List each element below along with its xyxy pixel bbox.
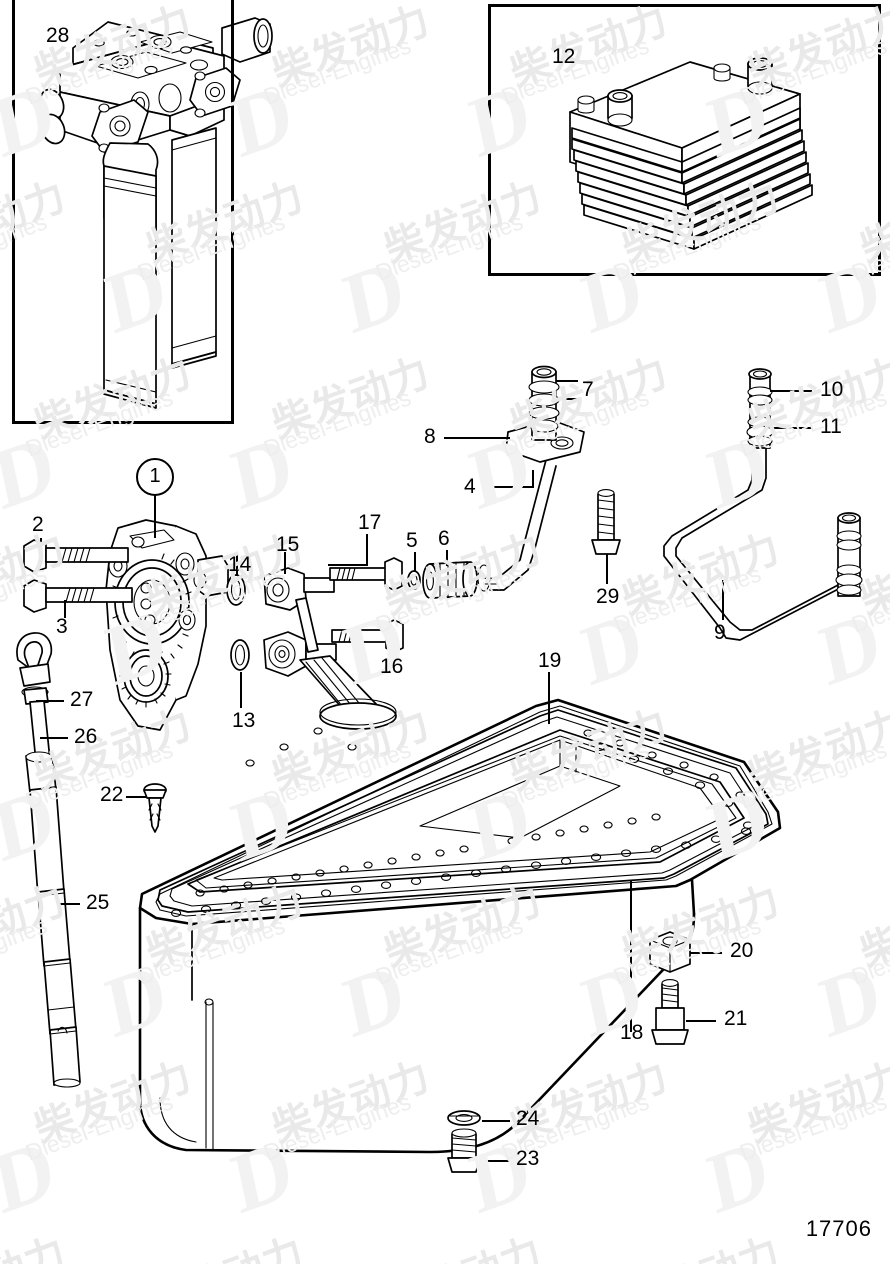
leader-20 — [690, 952, 722, 954]
inset-box-28 — [12, 0, 234, 424]
callout-21[interactable]: 21 — [724, 1007, 748, 1030]
flange-screw-pipe-drawing — [591, 489, 621, 555]
callout-11[interactable]: 11 — [820, 415, 842, 438]
sealing-washer-drain-drawing — [447, 1110, 481, 1126]
sealing-ring-lower-drawing — [230, 639, 250, 671]
callout-4[interactable]: 4 — [464, 475, 476, 498]
callout-22[interactable]: 22 — [100, 783, 124, 806]
callout-16[interactable]: 16 — [380, 655, 404, 678]
callout-15[interactable]: 15 — [276, 533, 300, 556]
leader-21 — [686, 1020, 716, 1022]
oil-pump-drawing — [105, 519, 229, 731]
leader-18 — [630, 880, 632, 1032]
leader-23 — [482, 1160, 510, 1162]
leader-17b — [328, 564, 368, 566]
leader-10 — [770, 390, 812, 392]
locating-pin-drawing — [143, 783, 167, 833]
leader-27 — [36, 700, 64, 702]
leader-22 — [126, 796, 146, 798]
leader-15 — [284, 552, 286, 574]
screw-lower-drawing — [331, 619, 404, 653]
callout-5[interactable]: 5 — [406, 529, 418, 552]
callout-13[interactable]: 13 — [232, 709, 256, 732]
leader-13 — [240, 672, 242, 708]
leader-26 — [40, 737, 68, 739]
leader-7b — [556, 380, 578, 382]
leader-5 — [414, 552, 416, 572]
leader-24 — [482, 1120, 510, 1122]
callout-29[interactable]: 29 — [596, 585, 620, 608]
callout-28[interactable]: 28 — [46, 24, 70, 47]
delivery-pipe-drawing — [483, 365, 585, 591]
callout-6[interactable]: 6 — [438, 527, 450, 550]
flange-screw-lower-drawing — [23, 579, 133, 613]
callout-2[interactable]: 2 — [32, 513, 44, 536]
callout-18[interactable]: 18 — [620, 1021, 644, 1044]
leader-25 — [60, 903, 80, 905]
callout-25[interactable]: 25 — [86, 891, 110, 914]
screw-upper-drawing — [329, 557, 403, 591]
callout-3[interactable]: 3 — [56, 615, 68, 638]
callout-27[interactable]: 27 — [70, 688, 94, 711]
callout-10[interactable]: 10 — [820, 378, 844, 401]
drawing-number: 17706 — [805, 1216, 872, 1241]
leader-29 — [606, 554, 608, 584]
sealing-ring-upper-drawing — [226, 574, 246, 606]
washer-small-drawing — [407, 570, 421, 590]
leader-16 — [388, 652, 390, 672]
leader-8 — [444, 437, 510, 439]
drain-plug-bottom-drawing — [447, 1128, 481, 1173]
callout-12[interactable]: 12 — [552, 45, 576, 68]
leader-4 — [492, 486, 532, 488]
oil-cooler-pipe-drawing — [663, 368, 863, 641]
drain-boss-drawing — [649, 931, 691, 973]
leader-6 — [446, 550, 448, 566]
suction-pipe-drawing — [263, 567, 397, 730]
leader-19 — [548, 672, 550, 724]
hose-connector-sleeve-drawing — [422, 561, 491, 599]
oil-filter-housing-drawing — [39, 17, 273, 409]
leader-3 — [64, 600, 66, 618]
leader-7 — [556, 398, 578, 400]
oil-sump-drawing — [138, 698, 782, 1154]
callout-1[interactable]: 1 — [136, 458, 174, 496]
callout-19[interactable]: 19 — [538, 649, 562, 672]
inset-box-12 — [488, 4, 881, 276]
leader-2 — [40, 538, 42, 558]
leader-4b — [532, 470, 534, 488]
leader-1 — [154, 492, 156, 538]
callout-23[interactable]: 23 — [516, 1147, 540, 1170]
callout-24[interactable]: 24 — [516, 1107, 540, 1130]
callout-8[interactable]: 8 — [424, 425, 436, 448]
leader-14 — [236, 552, 238, 576]
oil-cooler-drawing — [569, 57, 813, 250]
drain-plug-side-drawing — [651, 979, 689, 1045]
callout-26[interactable]: 26 — [74, 725, 98, 748]
callout-20[interactable]: 20 — [730, 939, 754, 962]
leader-9 — [722, 580, 724, 620]
leader-11 — [772, 427, 812, 429]
leader-17 — [366, 534, 368, 564]
dipstick-drawing — [16, 632, 81, 1088]
callout-7[interactable]: 7 — [582, 378, 594, 401]
callout-9[interactable]: 9 — [714, 621, 726, 644]
callout-14[interactable]: 14 — [228, 553, 252, 576]
callout-17[interactable]: 17 — [358, 511, 382, 534]
